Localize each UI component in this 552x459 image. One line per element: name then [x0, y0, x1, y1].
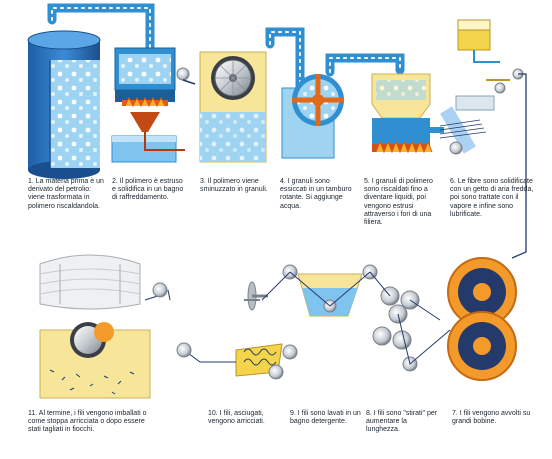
step9-wash-bath: [282, 264, 378, 317]
fiber-route-lower: [144, 271, 441, 363]
step11-cutter: [39, 282, 192, 399]
caption-step-8: 8. I fili sono "stirati" per aumentare l…: [366, 410, 438, 434]
step3-pelletizer: [199, 51, 267, 163]
step4-drying-drum: [281, 74, 344, 159]
caption-step-5: 5. I granuli di polimero sono riscaldati…: [364, 178, 433, 227]
caption-step-11: 11. Al termine, i fili vengono imballati…: [28, 410, 147, 434]
caption-step-10: 10. I fili, asciugati, vengono arricciat…: [208, 410, 265, 426]
caption-step-2: 2. Il polimero è estruso e solidifica in…: [112, 178, 184, 202]
caption-step-9: 9. I fili sono lavati in un bagno deterg…: [290, 410, 361, 426]
step8-stretch-rollers: [372, 286, 451, 372]
step2-extruder: [111, 47, 185, 163]
guide-roller: [176, 67, 196, 85]
step10-crimper: [235, 343, 298, 380]
fiber-route-right: [511, 73, 527, 259]
step1-polymer-tank: [27, 30, 101, 179]
caption-step-6: 6. Le fibre sono solidificate con un get…: [450, 178, 534, 218]
caption-step-1: 1. La materia prima è un derivato del pe…: [28, 178, 104, 210]
fan-icon: [244, 281, 268, 311]
step11-bale: [39, 254, 141, 310]
caption-step-3: 3. Il polimero viene sminuzzato in granu…: [200, 178, 268, 194]
caption-step-7: 7. I fili vengono avvolti su grandi bobi…: [452, 410, 531, 426]
step5-melter: [371, 73, 444, 154]
caption-step-4: 4. I granuli sono essiccati in un tambur…: [280, 178, 352, 210]
step7-bobbins: [447, 257, 517, 381]
step6-lubrication: [439, 19, 524, 155]
transfer-pipes: [47, 3, 405, 95]
